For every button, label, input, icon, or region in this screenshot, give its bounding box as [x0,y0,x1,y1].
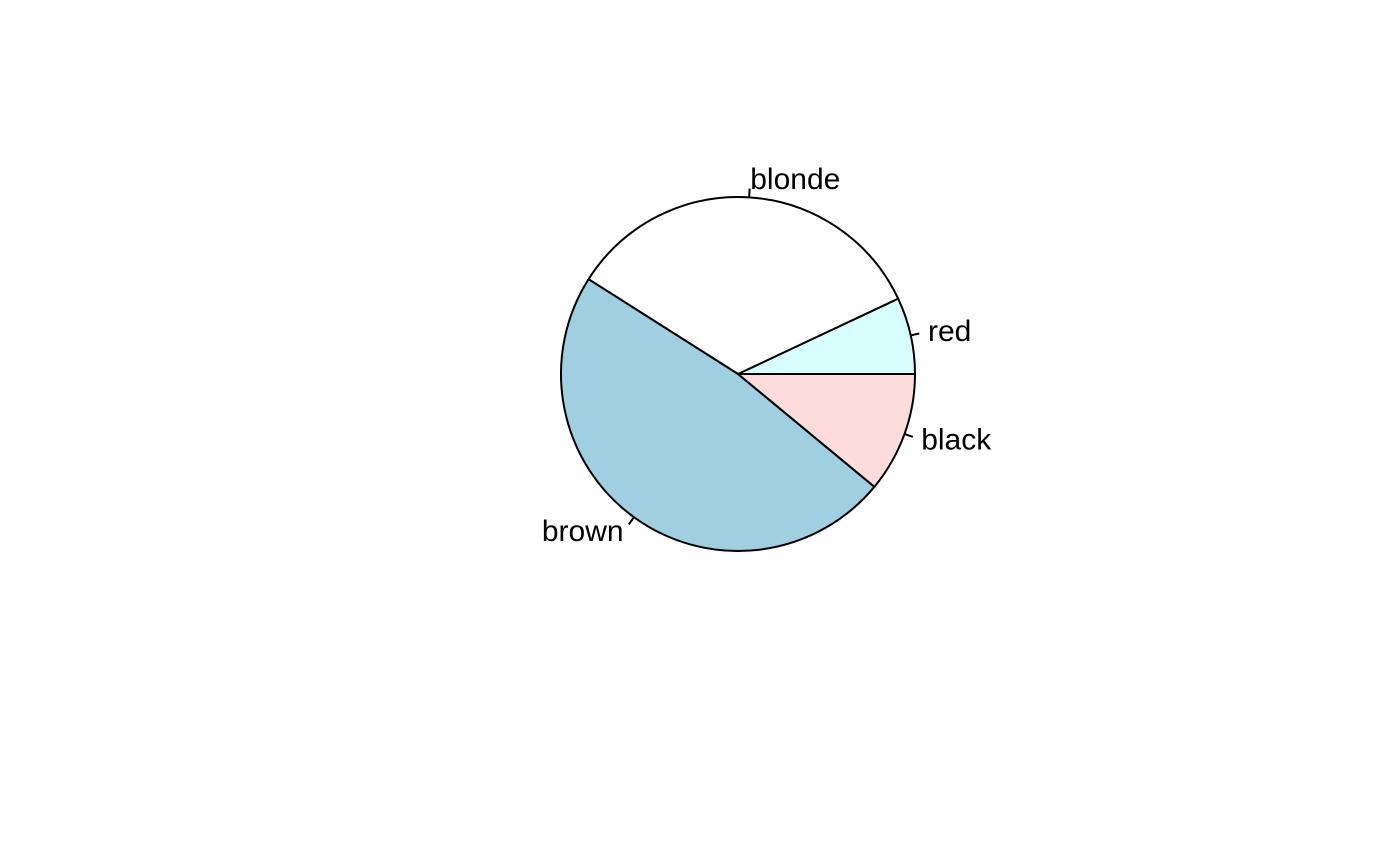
pie-slice-black [737,373,916,488]
pie-label-tick-blonde [748,188,751,198]
pie-label-red: red [928,315,971,348]
pie-label-ticks [627,188,920,525]
pie-label-tick-brown [627,516,635,525]
pie-labels: red blonde brown black [542,163,992,548]
pie-slice-brown [560,278,876,552]
pie-label-blonde: blonde [750,163,840,196]
pie-label-tick-red [910,332,920,337]
pie-label-black: black [921,423,992,456]
pie-slices [560,196,916,552]
pie-label-brown: brown [542,515,624,548]
pie-label-tick-black [904,433,914,438]
pie-slice-blonde [587,196,900,375]
